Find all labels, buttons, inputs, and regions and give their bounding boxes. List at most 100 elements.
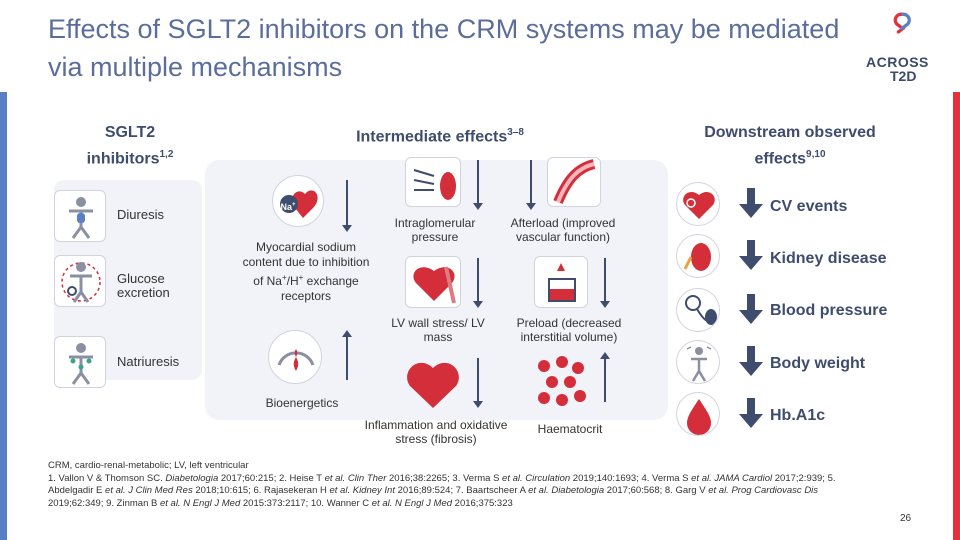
slide-title: Effects of SGLT2 inhibitors on the CRM s… — [48, 14, 840, 82]
myocardial-mid: /H — [286, 274, 299, 288]
ref-10: 10. Wanner C — [310, 497, 372, 509]
inflamed-heart-icon — [402, 356, 464, 412]
red-blood-cells-icon — [530, 354, 590, 410]
ref-5-rest: 2018;10:615; — [192, 485, 254, 496]
ref-5-journal: et al. J Clin Med Res — [105, 485, 193, 496]
ref-2: 2. Heise T — [278, 472, 325, 484]
natriuresis-figure-icon — [54, 336, 106, 388]
preload-beaker-icon — [534, 256, 588, 308]
downstream-blood-pressure: Blood pressure — [770, 302, 888, 319]
column-heading-intermediate-text: Intermediate effects — [356, 128, 508, 146]
ref-7-journal: et al. Diabetologia — [528, 485, 605, 496]
ref-9-rest: 2015:373:2117; — [240, 497, 311, 509]
effect-intraglomerular-pressure: Intraglomerular pressure — [394, 216, 476, 244]
afterload-down-arrow — [526, 160, 536, 210]
logo-text-across: ACROSS — [866, 54, 929, 70]
downstream-body-weight: Body weight — [770, 355, 866, 372]
column-heading-intermediate-sup: 3–8 — [507, 127, 524, 138]
downstream-hba1c: Hb.A1c — [770, 407, 826, 424]
effect-myocardial-sodium: Myocardial sodium content due to inhibit… — [238, 240, 374, 304]
na-badge-text: Na — [280, 202, 292, 212]
blood-pressure-gauge-icon — [676, 288, 720, 332]
effect-lv-wall-stress: LV wall stress/ LV mass — [391, 316, 485, 344]
bioenergetics-gauge-icon — [268, 330, 322, 384]
ref-6-journal: et al. Kidney Int — [329, 485, 395, 496]
ref-2-rest: 2016;38:2265; — [386, 472, 453, 484]
effect-preload: Preload (decreased interstitial volume) — [516, 316, 622, 344]
ref-7-rest: 2017;60:568; — [604, 485, 665, 496]
ref-6-rest: 2016;89:524; — [394, 485, 456, 496]
ref-9-journal: et al. N Engl J Med — [159, 497, 241, 509]
blood-drop-icon — [676, 392, 720, 436]
vessel-icon — [547, 157, 601, 207]
ref-4-journal: et al. JAMA Cardiol — [691, 472, 773, 484]
column-heading-sglt2-sup: 1,2 — [159, 149, 174, 160]
right-accent-bar — [953, 92, 960, 540]
ref-8: 8. Garg V — [664, 485, 709, 496]
column-heading-sglt2-text: SGLT2 inhibitors — [86, 124, 160, 168]
footnote-abbreviations: CRM, cardio-renal-metabolic; LV, left ve… — [48, 460, 249, 471]
myocardial-sup-2: + — [298, 273, 304, 282]
myocardial-tail: exchange receptors — [280, 274, 359, 303]
across-t2d-logo-icon — [893, 12, 911, 34]
kidney-icon — [676, 234, 720, 278]
ref-10-rest: 2016;375:323 — [452, 497, 513, 509]
ref-1-rest: 2017;60:215; — [218, 472, 279, 484]
logo-text-t2d: T2D — [890, 68, 917, 84]
effect-afterload: Afterload (improved vascular function) — [510, 216, 616, 244]
ref-5: 5. Abdelgadir E — [48, 472, 836, 497]
ref-6: 6. Rajasekeran H — [253, 485, 330, 496]
effect-diuresis: Diuresis — [117, 207, 164, 222]
column-heading-intermediate: Intermediate effects3–8 — [330, 122, 550, 148]
ref-8-rest: 2019;62:349; — [48, 497, 107, 509]
column-heading-downstream: Downstream observed effects9,10 — [690, 122, 890, 170]
left-accent-bar — [0, 92, 7, 540]
na-badge: Na+ — [278, 198, 298, 214]
ref-3-rest: 2019;140:1693; — [570, 472, 642, 484]
bioenergetics-up-arrow — [346, 336, 348, 380]
cv-events-down-arrow — [739, 188, 763, 218]
ref-4: 4. Verma S — [641, 472, 692, 484]
column-heading-downstream-sup: 9,10 — [806, 149, 826, 160]
ref-4-rest: 2017;2:939; — [772, 472, 828, 484]
myocardial-text: Myocardial sodium content due to inhibit… — [242, 240, 370, 288]
glucose-figure-icon — [54, 255, 106, 307]
downstream-cv-events: CV events — [770, 198, 848, 215]
glomerulus-icon — [405, 157, 461, 207]
myocardial-sup-1: + — [281, 273, 287, 282]
column-heading-sglt2: SGLT2 inhibitors1,2 — [70, 122, 190, 170]
ref-1-journal: Diabetologia — [165, 472, 219, 484]
ref-3: 3. Verma S — [452, 472, 503, 484]
column-heading-downstream-text: Downstream observed effects — [704, 124, 876, 168]
ref-1: 1. Vallon V & Thomson SC. — [48, 472, 166, 484]
myocardial-down-arrow — [342, 180, 352, 232]
diuresis-figure-icon — [54, 190, 106, 242]
ref-2-journal: et al. Clin Ther — [324, 472, 387, 484]
lv-heart-icon — [405, 256, 461, 308]
inflammation-down-arrow — [473, 358, 483, 408]
page-number: 26 — [900, 513, 912, 524]
effect-inflammation: Inflammation and oxidative stress (fibro… — [364, 418, 508, 446]
ref-10-journal: et al. N Engl J Med — [371, 497, 453, 509]
haematocrit-up-arrow — [604, 358, 606, 402]
footnote: CRM, cardio-renal-metabolic; LV, left ve… — [48, 460, 848, 510]
intraglomerular-down-arrow — [473, 160, 483, 210]
effect-haematocrit: Haematocrit — [537, 422, 603, 436]
ref-7: 7. Baartscheer A — [455, 485, 529, 496]
preload-down-arrow — [600, 258, 610, 308]
ref-9: 9. Zinman B — [106, 497, 160, 509]
ref-8-journal: et al. Prog Cardiovasc Dis — [708, 485, 819, 496]
effect-glucose-excretion: Glucose excretion — [117, 271, 170, 300]
downstream-kidney-disease: Kidney disease — [770, 250, 887, 267]
hba1c-down-arrow — [739, 398, 763, 428]
ref-3-journal: et al. Circulation — [502, 472, 571, 484]
kidney-disease-down-arrow — [739, 240, 763, 270]
effect-natriuresis: Natriuresis — [117, 354, 180, 369]
effect-bioenergetics: Bioenergetics — [265, 396, 339, 410]
body-weight-figure-icon — [676, 340, 720, 384]
lv-wall-down-arrow — [473, 258, 483, 308]
myocardial-heart-icon — [272, 175, 324, 227]
footnote-references: 1. Vallon V & Thomson SC. Diabetologia 2… — [48, 473, 848, 511]
blood-pressure-down-arrow — [739, 294, 763, 324]
na-badge-sup: + — [292, 202, 296, 208]
